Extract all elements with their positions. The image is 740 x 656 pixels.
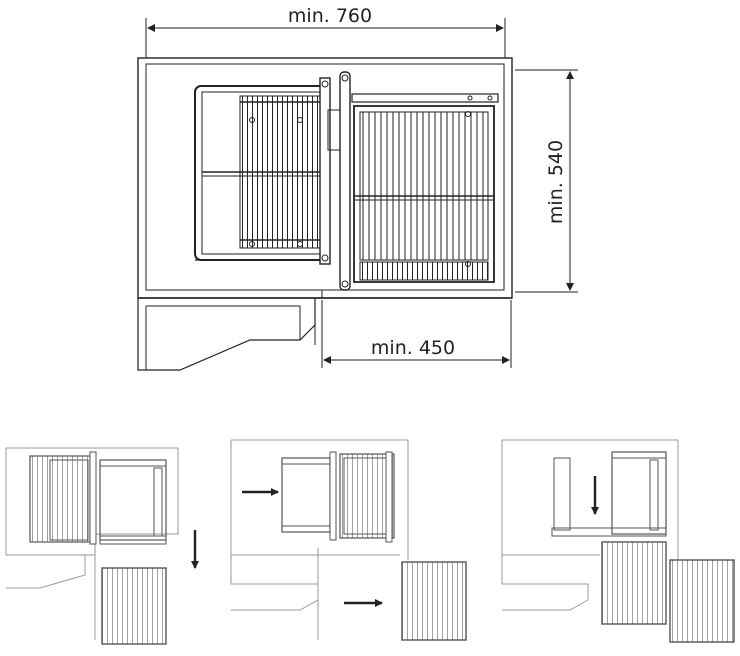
width-dimension-label: min. 760 [288,5,372,27]
cabinet-outline [137,57,513,371]
depth-dimension-label: min. 540 [545,140,567,224]
step-2-diagram [230,439,467,641]
opening-dimension-label: min. 450 [371,337,455,359]
step-1-diagram [5,447,199,645]
depth-dimension: min. 540 [515,69,578,293]
swing-mechanism-post [319,71,351,291]
main-plan-view: min. 760 min. 540 min. 450 [137,5,578,371]
width-dimension: min. 760 [145,5,506,58]
rear-wire-basket [194,85,328,261]
opening-dimension: min. 450 [321,300,512,368]
step-3-diagram [501,439,735,643]
front-wire-basket [351,93,499,283]
